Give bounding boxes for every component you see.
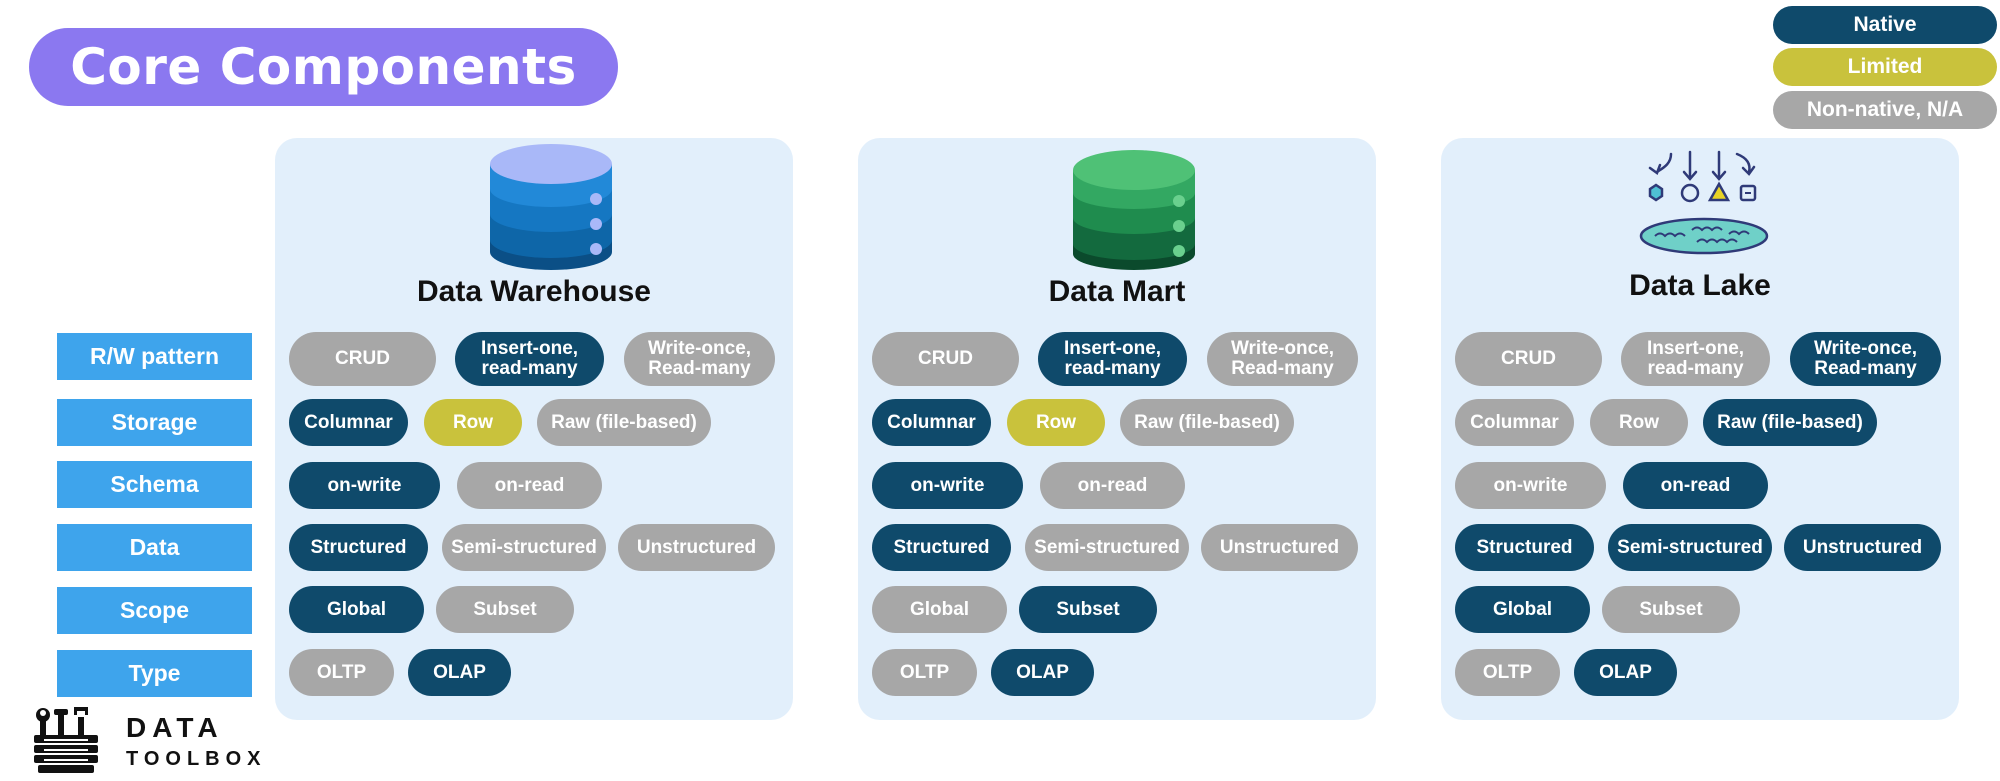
chip-on-read: on-read <box>457 462 602 509</box>
row-label-storage: Storage <box>57 399 252 446</box>
chip-structured: Structured <box>289 524 428 571</box>
chip-subset: Subset <box>1019 586 1157 633</box>
chip-on-write: on-write <box>1455 462 1606 509</box>
logo-text-data: DATA <box>126 712 224 743</box>
row-label-scope: Scope <box>57 587 252 634</box>
row-label-rw-pattern: R/W pattern <box>57 333 252 380</box>
chip-subset: Subset <box>1602 586 1740 633</box>
page-title: Core Components <box>29 28 618 106</box>
row-label-type: Type <box>57 650 252 697</box>
row-label-schema: Schema <box>57 461 252 508</box>
chip-global: Global <box>289 586 424 633</box>
panel-data-lake: Data Lake CRUD Insert-one, read-many Wri… <box>1441 138 1959 720</box>
legend-limited: Limited <box>1773 48 1997 86</box>
chip-oltp: OLTP <box>872 649 977 696</box>
chip-crud: CRUD <box>1455 332 1602 386</box>
chip-semi-structured: Semi-structured <box>1025 524 1189 571</box>
chip-on-read: on-read <box>1623 462 1768 509</box>
chip-unstructured: Unstructured <box>618 524 775 571</box>
chip-row: Row <box>424 399 522 446</box>
chip-insert-one-read-many: Insert-one, read-many <box>1621 332 1770 386</box>
chip-insert-one-read-many: Insert-one, read-many <box>455 332 604 386</box>
panel-title: Data Mart <box>1048 275 1186 308</box>
chip-write-once-read-many: Write-once, Read-many <box>1790 332 1941 386</box>
chip-insert-one-read-many: Insert-one, read-many <box>1038 332 1187 386</box>
legend-native: Native <box>1773 6 1997 44</box>
chip-structured: Structured <box>872 524 1011 571</box>
chip-semi-structured: Semi-structured <box>1608 524 1772 571</box>
chip-raw-file-based: Raw (file-based) <box>1703 399 1877 446</box>
chip-structured: Structured <box>1455 524 1594 571</box>
toolbox-logo-icon <box>34 707 98 773</box>
panel-data-mart: Data Mart CRUD Insert-one, read-many Wri… <box>858 138 1376 720</box>
chip-unstructured: Unstructured <box>1784 524 1941 571</box>
data-lake-icon <box>1639 150 1769 255</box>
chip-oltp: OLTP <box>1455 649 1560 696</box>
chip-write-once-read-many: Write-once, Read-many <box>1207 332 1358 386</box>
chip-row: Row <box>1590 399 1688 446</box>
chip-semi-structured: Semi-structured <box>442 524 606 571</box>
chip-raw-file-based: Raw (file-based) <box>1120 399 1294 446</box>
chip-oltp: OLTP <box>289 649 394 696</box>
chip-raw-file-based: Raw (file-based) <box>537 399 711 446</box>
database-icon <box>490 144 612 270</box>
row-label-data: Data <box>57 524 252 571</box>
chip-crud: CRUD <box>289 332 436 386</box>
chip-olap: OLAP <box>991 649 1094 696</box>
chip-on-read: on-read <box>1040 462 1185 509</box>
logo-text-toolbox: TOOLBOX <box>126 748 267 770</box>
chip-row: Row <box>1007 399 1105 446</box>
chip-columnar: Columnar <box>289 399 408 446</box>
chip-global: Global <box>872 586 1007 633</box>
chip-global: Global <box>1455 586 1590 633</box>
chip-olap: OLAP <box>1574 649 1677 696</box>
chip-olap: OLAP <box>408 649 511 696</box>
chip-write-once-read-many: Write-once, Read-many <box>624 332 775 386</box>
panel-data-warehouse: Data Warehouse CRUD Insert-one, read-man… <box>275 138 793 720</box>
legend-nonnative: Non-native, N/A <box>1773 91 1997 129</box>
chip-crud: CRUD <box>872 332 1019 386</box>
panel-title: Data Warehouse <box>417 275 651 308</box>
chip-on-write: on-write <box>872 462 1023 509</box>
chip-subset: Subset <box>436 586 574 633</box>
chip-columnar: Columnar <box>872 399 991 446</box>
chip-on-write: on-write <box>289 462 440 509</box>
database-icon <box>1073 150 1195 270</box>
panel-title: Data Lake <box>1629 269 1771 302</box>
chip-columnar: Columnar <box>1455 399 1574 446</box>
chip-unstructured: Unstructured <box>1201 524 1358 571</box>
